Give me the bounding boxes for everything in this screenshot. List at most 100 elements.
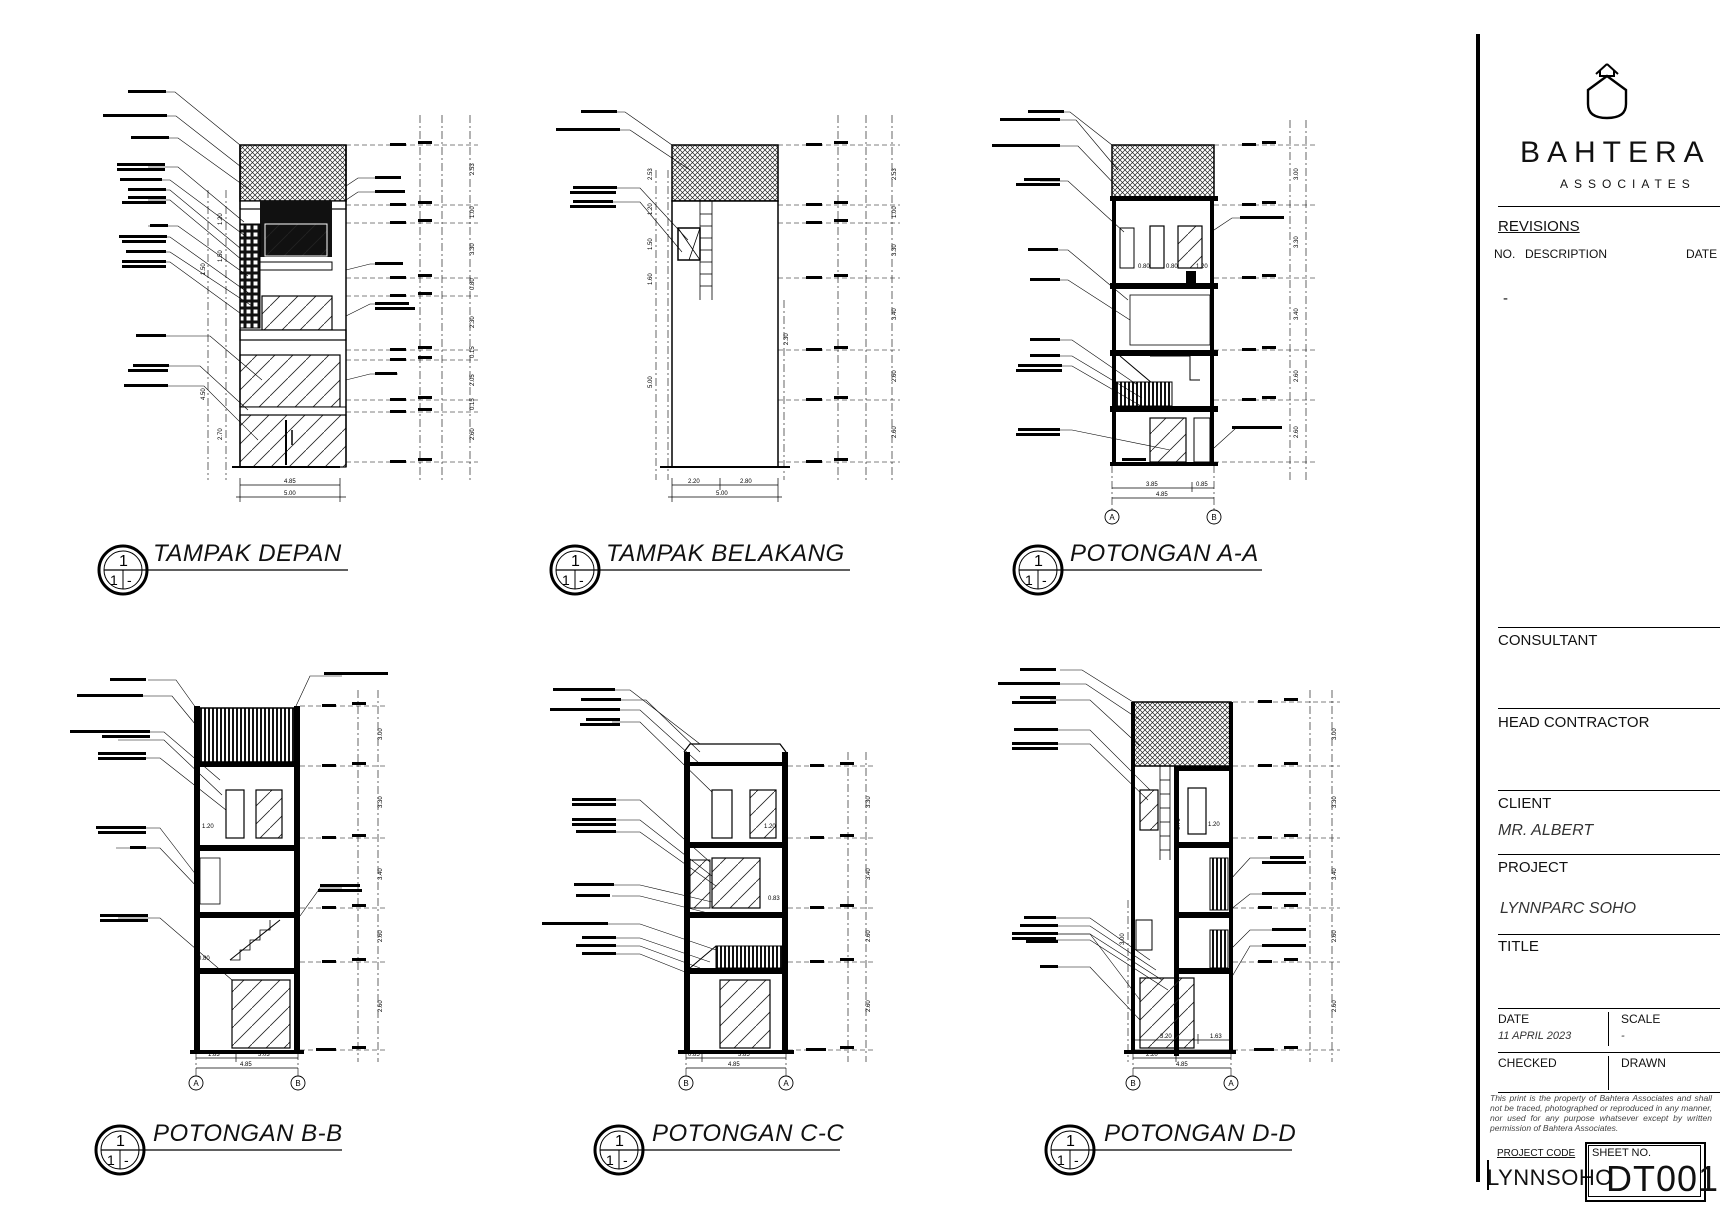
checked-label: CHECKED xyxy=(1498,1056,1557,1070)
dim-dd-left-0: 3.00 xyxy=(1120,933,1126,945)
grid-bubble-aa-0: A xyxy=(1109,513,1115,522)
consultant-label: CONSULTANT xyxy=(1498,632,1598,649)
dim-bb-bottom-1: 3.03 xyxy=(258,1052,270,1058)
dim-rear-left-2: 1.50 xyxy=(648,238,654,250)
dim-front-right-6: 2.05 xyxy=(470,374,476,386)
view-title-potongan-dd: POTONGAN D-D xyxy=(1104,1120,1297,1147)
title-bubble-3: 1 1 - xyxy=(94,1124,342,1176)
revisions-label: REVISIONS xyxy=(1498,218,1580,235)
project-value: LYNNPARC SOHO xyxy=(1500,900,1637,917)
title-bubble-3-top: 1 xyxy=(116,1133,125,1150)
title-bubble-2-dash: - xyxy=(1042,572,1047,588)
title-bubble-0-bottom: 1 xyxy=(110,572,118,588)
dim-dd-right-2: 3.40 xyxy=(1332,868,1338,880)
dim-cc-bottom-0: 0.85 xyxy=(688,1052,700,1058)
brand-name: BAHTERA xyxy=(1520,136,1711,169)
dim-aa-inner-0: 0.80 xyxy=(1138,264,1150,270)
view-title-tampak-depan: TAMPAK DEPAN xyxy=(153,540,342,567)
title-bubble-3-bottom: 1 xyxy=(107,1152,115,1168)
client-label: CLIENT xyxy=(1498,795,1552,812)
dim-dd-right-1: 3.30 xyxy=(1332,796,1338,808)
title-bubble-5: 1 1 - xyxy=(1044,1124,1292,1176)
view-potongan-bb: 3.00 3.30 3.40 2.60 2.60 1.20 0.80 1.83 … xyxy=(70,672,388,1091)
dim-dd-bottom-0: 3.20 xyxy=(1160,1034,1172,1040)
grid-bubble-cc-1: A xyxy=(783,1079,789,1088)
dim-dd-right-0: 3.00 xyxy=(1332,728,1338,740)
dim-cc-right-2: 2.60 xyxy=(866,930,872,942)
grid-bubble-dd-0: B xyxy=(1130,1079,1135,1088)
view-tampak-belakang: 2.53 1.00 3.30 3.40 2.60 2.60 2.53 1.20 … xyxy=(556,110,900,502)
dim-rear-bottom-2: 5.00 xyxy=(716,491,728,497)
dim-rear-right-1: 1.00 xyxy=(892,206,898,218)
dim-cc-right-1: 3.40 xyxy=(866,868,872,880)
tb-divider xyxy=(1498,934,1720,935)
dim-rear-right-2: 3.30 xyxy=(892,244,898,256)
title-bubble-2-top: 1 xyxy=(1034,553,1043,570)
dim-front-left-4: 4.50 xyxy=(201,388,207,400)
brand-sub: ASSOCIATES xyxy=(1560,177,1696,191)
dim-front-bottom-0: 4.85 xyxy=(284,479,296,485)
dim-front-left-3: 1.50 xyxy=(201,263,207,275)
dim-front-right-5: 0.15 xyxy=(470,346,476,358)
dim-rear-left-5: 2.30 xyxy=(784,333,790,345)
title-bubble-5-top: 1 xyxy=(1066,1133,1075,1150)
dim-bb-right-2: 3.40 xyxy=(378,868,384,880)
dim-front-left-1: 1.50 xyxy=(218,250,224,262)
title-bubble-4-dash: - xyxy=(623,1152,628,1168)
dim-rear-left-4: 5.00 xyxy=(648,376,654,388)
title-bubble-0-top: 1 xyxy=(119,553,128,570)
rev-desc-label: DESCRIPTION xyxy=(1525,247,1608,261)
tb-divider xyxy=(1498,854,1720,855)
tb-divider xyxy=(1498,1052,1720,1053)
dim-rear-bottom-0: 2.20 xyxy=(688,479,700,485)
drawing-area: 2.53 1.00 3.30 0.80 2.30 0.15 2.05 0.15 … xyxy=(70,90,1340,1176)
disclaimer-text: This print is the property of Bahtera As… xyxy=(1490,1093,1712,1133)
dim-front-left-2: 2.70 xyxy=(218,428,224,440)
dim-bb-inner-1: 0.80 xyxy=(198,956,210,962)
dim-bb-inner-0: 1.20 xyxy=(202,824,214,830)
tb-divider xyxy=(1498,790,1720,791)
dim-dd-right-3: 2.60 xyxy=(1332,930,1338,942)
dim-bb-bottom-0: 1.83 xyxy=(208,1052,220,1058)
dim-rear-left-0: 2.53 xyxy=(648,168,654,180)
title-bubble-0: 1 1 - xyxy=(97,544,348,596)
dim-rear-bottom-1: 2.80 xyxy=(740,479,752,485)
grid-bubble-bb-1: B xyxy=(295,1079,300,1088)
dim-dd-right-4: 2.60 xyxy=(1332,1000,1338,1012)
dim-front-right-2: 3.30 xyxy=(470,243,476,255)
title-bubble-1-top: 1 xyxy=(571,553,580,570)
dim-dd-bottom-3: 4.85 xyxy=(1176,1062,1188,1068)
dim-front-left-0: 1.20 xyxy=(218,213,224,225)
dim-aa-bottom-1: 0.85 xyxy=(1196,482,1208,488)
title-bubble-1-dash: - xyxy=(579,572,584,588)
dim-rear-left-3: 1.60 xyxy=(648,273,654,285)
rev-no-label: NO. xyxy=(1494,247,1516,261)
dim-rear-right-0: 2.53 xyxy=(892,168,898,180)
project-code-label: PROJECT CODE xyxy=(1497,1148,1576,1159)
dim-bb-bottom-2: 4.85 xyxy=(240,1062,252,1068)
dim-bb-right-4: 2.60 xyxy=(378,1000,384,1012)
sheet-no-label: SHEET NO. xyxy=(1592,1147,1652,1159)
view-title-potongan-bb: POTONGAN B-B xyxy=(153,1120,343,1147)
dim-aa-right-4: 2.60 xyxy=(1294,426,1300,438)
rev-entry: - xyxy=(1503,290,1508,307)
dim-rear-left-1: 1.20 xyxy=(648,203,654,215)
dim-front-right-0: 2.53 xyxy=(470,163,476,175)
project-label: PROJECT xyxy=(1498,859,1569,876)
dim-dd-inner-1: 0.70 xyxy=(1176,818,1182,830)
view-tampak-depan: 2.53 1.00 3.30 0.80 2.30 0.15 2.05 0.15 … xyxy=(103,90,478,502)
dim-rear-right-3: 3.40 xyxy=(892,308,898,320)
dim-aa-inner-2: 1.20 xyxy=(1196,264,1208,270)
dim-front-right-7: 0.15 xyxy=(470,398,476,410)
title-bubble-2-bottom: 1 xyxy=(1025,572,1033,588)
sheet-no-value: DT001 xyxy=(1606,1158,1720,1199)
title-bubble-5-bottom: 1 xyxy=(1057,1152,1065,1168)
view-potongan-cc: 3.30 3.40 2.60 2.60 1.20 0.83 0.85 3.85 … xyxy=(542,688,874,1091)
title-bubble-4-top: 1 xyxy=(615,1133,624,1150)
date-value: 11 APRIL 2023 xyxy=(1498,1030,1572,1042)
dim-dd-bottom-1: 1.63 xyxy=(1210,1034,1222,1040)
dim-front-right-4: 2.30 xyxy=(470,316,476,328)
dim-front-bottom-1: 5.00 xyxy=(284,491,296,497)
title-bubble-4-bottom: 1 xyxy=(606,1152,614,1168)
dim-bb-right-0: 3.00 xyxy=(378,728,384,740)
